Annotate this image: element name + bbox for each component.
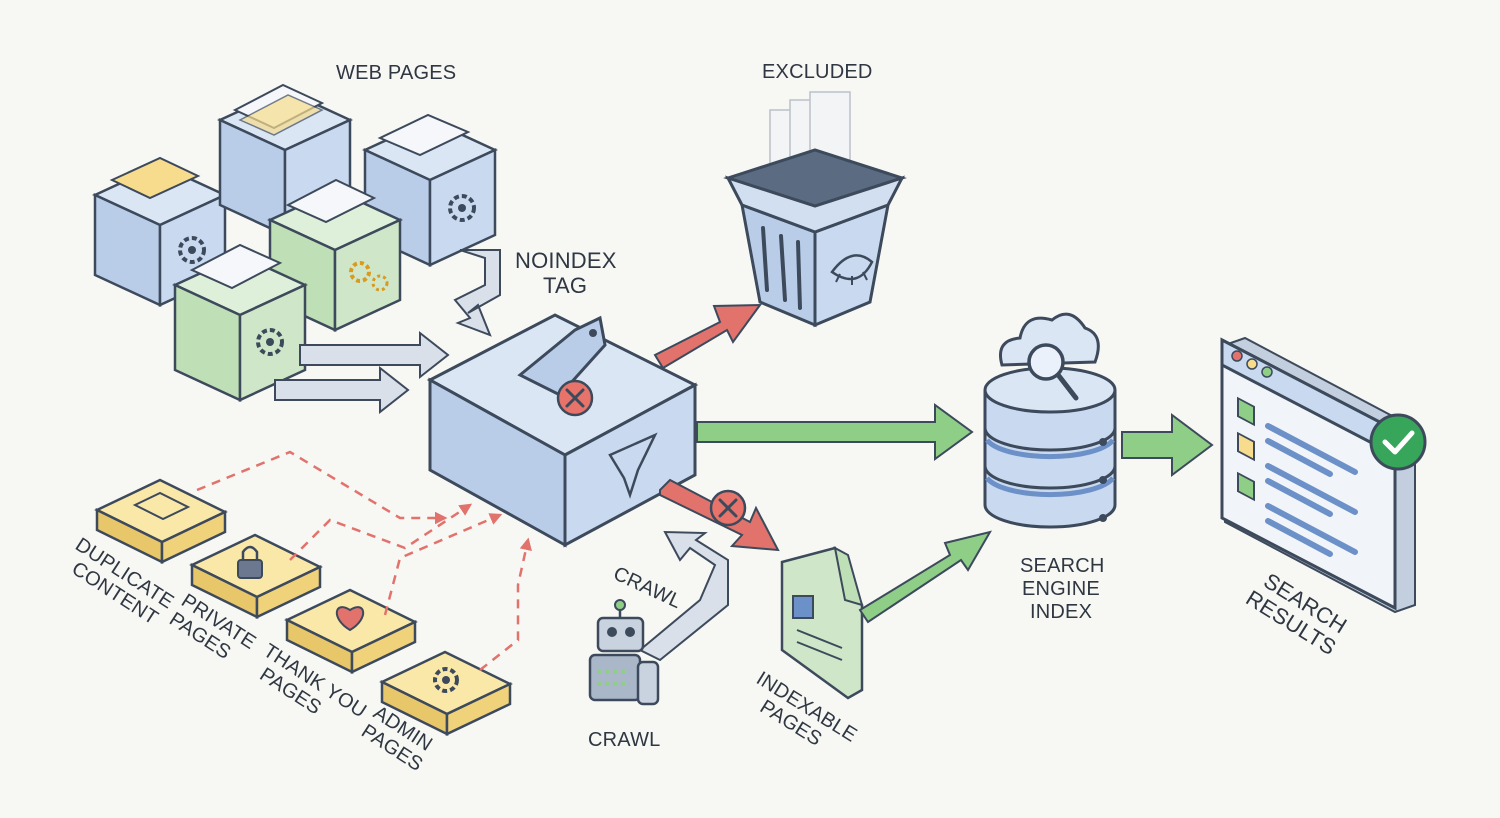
database-icon [983,366,1117,529]
private-pages-tile [189,533,323,620]
indexable-page: INDEXABLE PAGES [752,530,993,751]
gear-icon [448,194,476,222]
browser-window-icon [1220,336,1416,614]
document-icon [189,243,283,290]
web-page-cube [92,156,228,307]
crawl-bot-label: CRAWL [588,729,660,751]
document-icon [109,156,201,200]
to-index-arrow [696,403,974,461]
heart-icon [335,606,365,632]
special-pages-group: DUPLICATE CONTENT PRIVATE PAGES THANK YO… [68,450,532,776]
sei-label-line2: ENGINE [1022,578,1100,600]
sei-label-line1: SEARCH [1020,555,1105,577]
document-icon [780,546,864,700]
noindex-filter-box: NOINDEX TAG [426,248,699,548]
magnifier-icon [1027,343,1079,401]
funnel-icon [608,432,658,499]
robot-icon [588,599,660,706]
lock-icon [237,545,263,579]
to-results-arrow [1121,413,1214,477]
inbound-arrows [274,249,501,415]
search-results: SEARCH RESULTS [1220,336,1427,660]
web-pages-label: WEB PAGES [336,62,456,84]
x-circle-icon [556,379,594,417]
blocked-arrow [659,478,780,552]
trash-bin-icon [723,148,907,328]
excluded-label: EXCLUDED [762,61,873,83]
tag-icon [517,315,607,397]
document-icon [285,178,377,224]
noindex-label-line2: TAG [543,273,587,298]
document-icon [132,491,191,521]
gear-icon [433,667,459,693]
admin-pages-tile [379,650,513,737]
thank-you-pages-tile [284,588,418,675]
eye-icon [830,254,874,285]
excluded-arrow [653,303,762,370]
noindex-label-line1: NOINDEX [515,248,617,273]
dashed-connectors [196,450,532,671]
cloud-icon [999,312,1100,367]
crawl-group: CRAWL CRAWL [588,530,729,751]
web-page-cube [172,243,308,402]
sei-label-line3: INDEX [1030,601,1092,623]
document-icon [377,113,471,157]
gear-icon [349,261,389,292]
checkmark-icon [1369,413,1427,471]
duplicate-content-tile [94,478,228,565]
gear-icon [178,236,206,264]
excluded-bin: EXCLUDED [723,61,907,328]
x-circle-icon [709,489,747,527]
document-icon [232,83,325,136]
web-pages-group: WEB PAGES [92,62,498,402]
gear-icon [256,328,284,356]
search-engine-index: SEARCH ENGINE INDEX [983,312,1117,623]
